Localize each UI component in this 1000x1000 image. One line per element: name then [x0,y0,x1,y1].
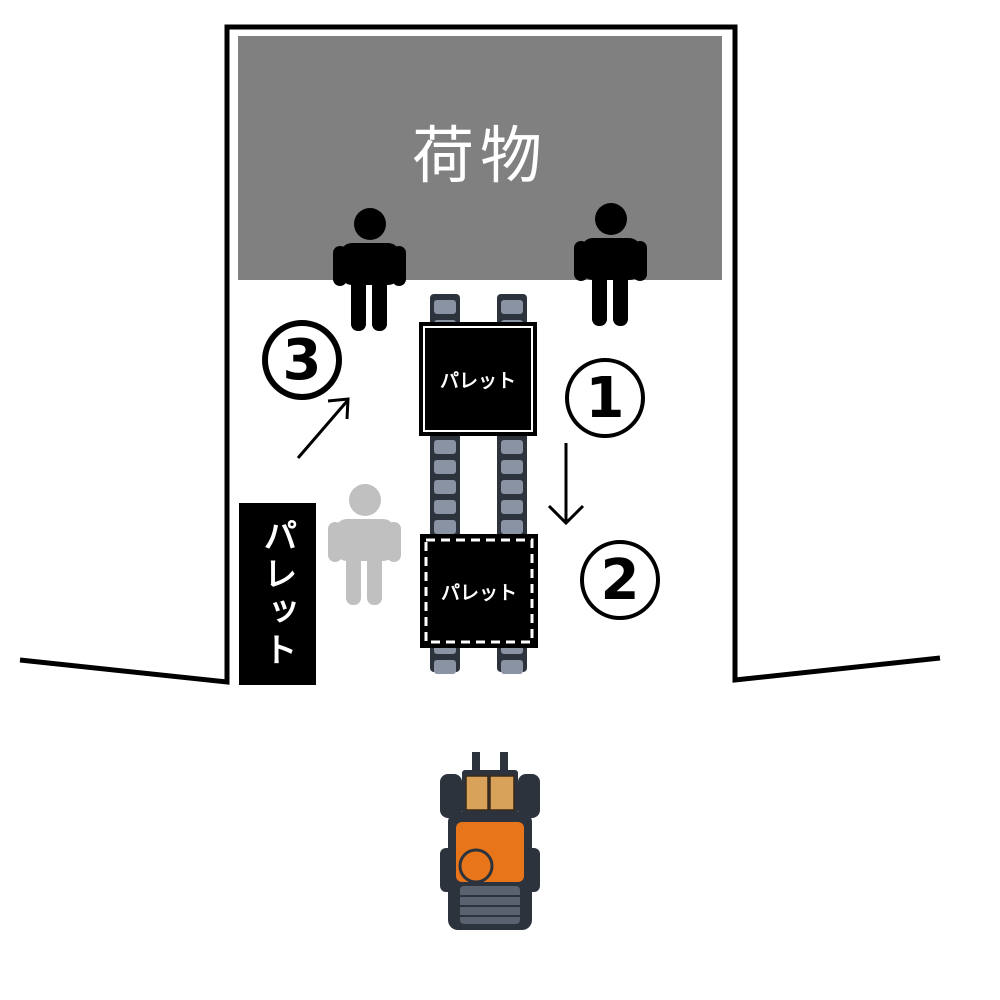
conveyor-roller [434,520,456,534]
pallet-1-label: パレット [439,369,516,392]
conveyor-roller [434,500,456,514]
up-right-arrow-icon [296,397,350,459]
step-3-marker: 3 [262,320,342,400]
conveyor-roller [434,300,456,314]
conveyor-roller [434,660,456,674]
conveyor-roller [501,300,523,314]
conveyor-roller [501,440,523,454]
pallet-1-shape [419,322,537,436]
cargo-label: 荷物 [411,119,548,192]
worker-icon [333,208,406,331]
conveyor-roller [501,660,523,674]
conveyor-roller [501,460,523,474]
conveyor-roller [434,480,456,494]
conveyor-roller [434,440,456,454]
down-arrow-icon [547,443,585,526]
cargo-area [238,36,722,280]
worker-icon [574,203,647,326]
forklift-icon [440,752,540,930]
walls [19,24,941,685]
pallet-2-label: パレット [440,581,517,604]
pallet-stack-label: パレット [239,503,316,685]
step-2-marker: 2 [580,540,660,620]
conveyor-roller [501,480,523,494]
conveyor-roller [434,460,456,474]
worker-faded-icon [328,484,401,605]
step-1-marker: 1 [565,358,645,438]
conveyor-roller [501,520,523,534]
pallet-2-shape [420,534,538,648]
conveyor-roller [501,500,523,514]
